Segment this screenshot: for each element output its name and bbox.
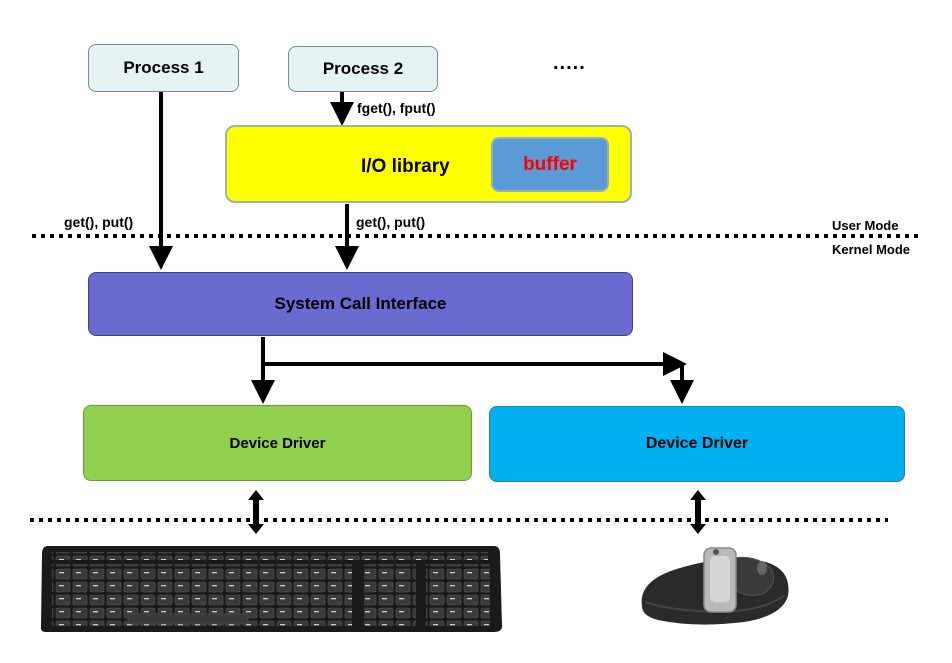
process-1-label: Process 1 [123,58,204,77]
double-arrow-mouse [690,490,706,534]
system-call-interface-label: System Call Interface [274,294,447,313]
library-calls-label: fget(), fput() [357,100,436,116]
io-library-label: I/O library [361,156,450,177]
process-2-label: Process 2 [322,59,404,78]
buffer-label: buffer [523,153,577,175]
keyboard-icon [40,546,502,632]
device-driver-1-label: Device Driver [229,434,326,452]
process-1-box: Process 1 [88,44,239,92]
device-driver-2-box: Device Driver [489,406,905,482]
syscalls-right-label: get(), put() [356,214,426,230]
more-processes-ellipsis: ..... [553,52,586,74]
buffer-box: buffer [491,137,609,192]
system-call-interface-box: System Call Interface [88,272,633,336]
double-arrow-keyboard [248,490,264,534]
kernel-mode-label: Kernel Mode [832,242,911,257]
device-driver-2-label: Device Driver [645,435,749,452]
io-library-box: I/O library buffer [225,125,632,203]
process-2-box: Process 2 [288,46,438,92]
syscalls-left-label: get(), put() [64,214,134,230]
user-mode-label: User Mode [832,218,899,233]
mouse-icon [641,547,789,625]
device-driver-1-box: Device Driver [83,405,472,481]
